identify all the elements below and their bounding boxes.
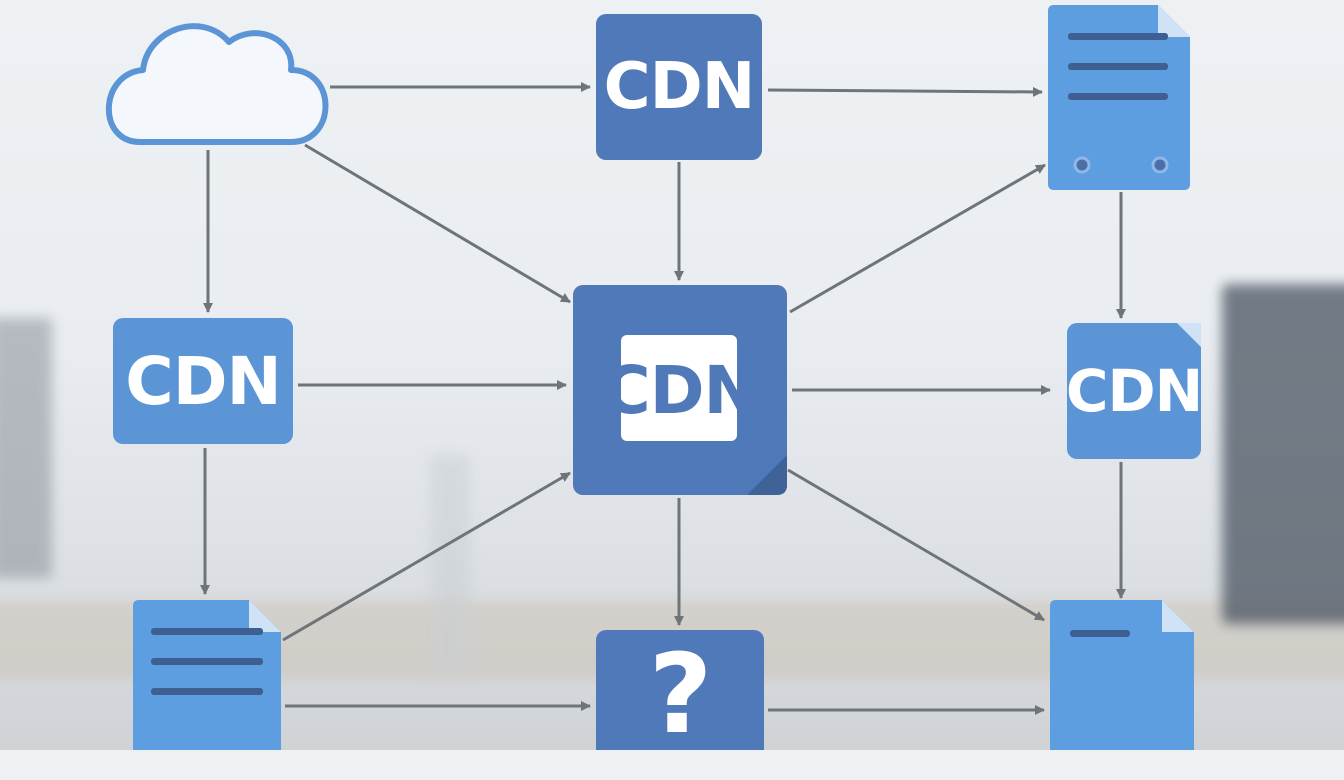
edge-doc-bottom-left-to-cdn-center — [282, 471, 571, 642]
background-monitor-right — [1222, 284, 1344, 624]
edge-cdn-center-to-doc-bottom-right — [787, 468, 1045, 622]
nodes-layer — [105, 5, 1201, 750]
document-fold — [249, 600, 281, 632]
edge-cdn-top-to-doc-top-right — [767, 86, 1043, 97]
document-fold — [1158, 5, 1190, 37]
document-icon — [133, 600, 281, 750]
question-box-node — [596, 630, 764, 750]
cdn-right-box — [1067, 323, 1201, 459]
document-text-line — [1068, 63, 1168, 70]
cdn-left-box — [113, 318, 293, 444]
document-text-line — [151, 628, 263, 635]
cloud-icon — [105, 23, 329, 145]
cdn-top-node — [596, 14, 762, 160]
edges-layer — [200, 82, 1126, 715]
document-dot — [1151, 156, 1169, 174]
document-fold — [1162, 600, 1194, 632]
corner-fold — [1177, 323, 1201, 347]
cdn-center-node — [573, 285, 787, 495]
document-dot — [1073, 156, 1091, 174]
doc-bottom-right-node — [1050, 600, 1194, 750]
network-diagram: CDN CDN CDN CDN ? — [0, 5, 1344, 750]
background-monitor-left — [0, 318, 52, 578]
document-icon — [1050, 600, 1194, 750]
document-text-line — [151, 658, 263, 665]
background-lamp — [430, 455, 470, 675]
corner-shade — [747, 455, 787, 495]
doc-bottom-left-node — [133, 600, 281, 750]
question-box-box — [596, 630, 764, 750]
diagram-canvas — [105, 5, 1201, 750]
document-text-line — [1068, 93, 1168, 100]
cloud-node — [105, 23, 329, 145]
cdn-center-panel — [621, 335, 737, 441]
cdn-right-node — [1067, 323, 1201, 459]
document-text-line — [1068, 33, 1168, 40]
cdn-left-node — [113, 318, 293, 444]
document-text-line — [1070, 630, 1130, 637]
edge-cloud-to-cdn-center — [304, 143, 571, 304]
edge-cdn-center-to-doc-top-right — [789, 163, 1046, 314]
document-text-line — [151, 688, 263, 695]
cdn-top-box — [596, 14, 762, 160]
